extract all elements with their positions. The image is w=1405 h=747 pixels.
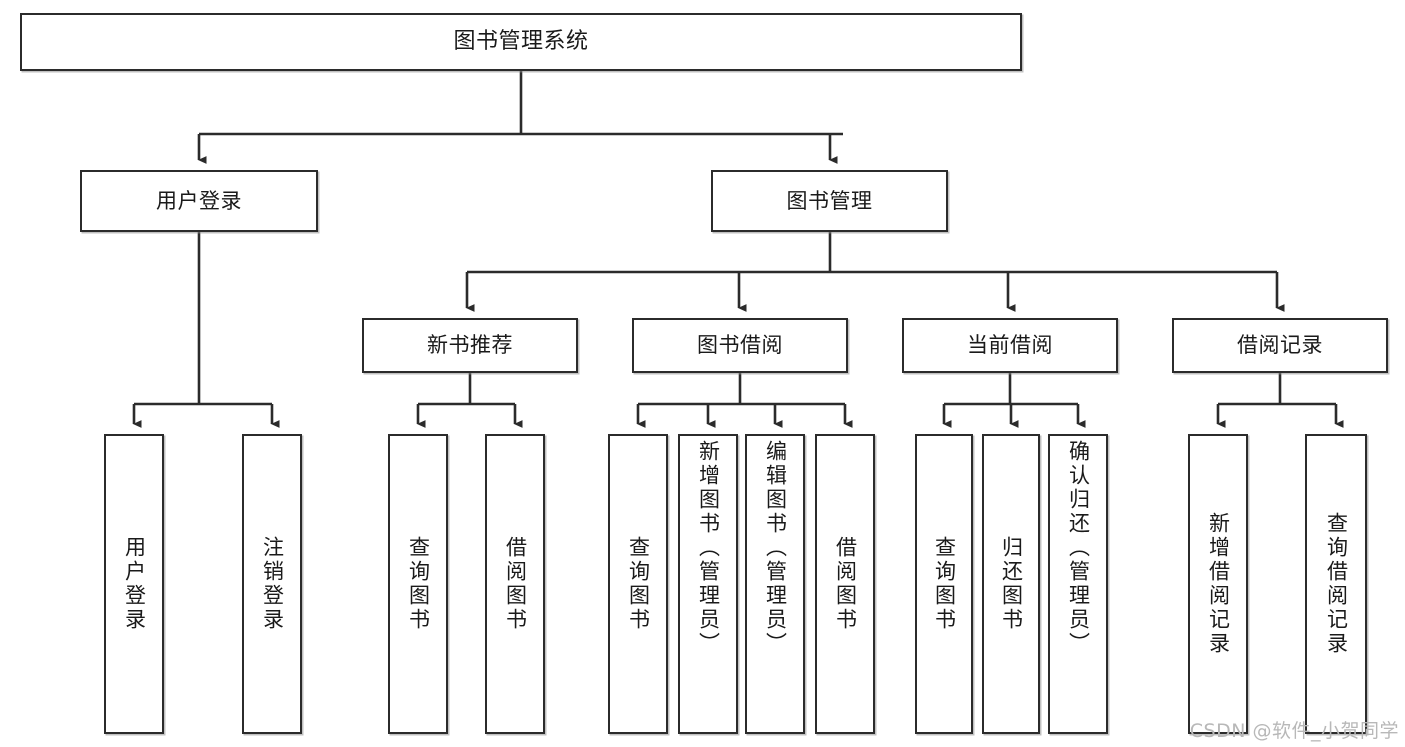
node-leaf-confirm-return[interactable]: 确认归还（管理员） [1048,434,1108,734]
node-label: 用户登录 [122,536,147,632]
node-new-book-recommend[interactable]: 新书推荐 [362,318,578,373]
node-label: 注销登录 [260,536,285,632]
node-label: 查询图书 [932,536,957,632]
node-leaf-user-login[interactable]: 用户登录 [104,434,164,734]
node-label: 图书借阅 [697,333,783,358]
node-current-borrow[interactable]: 当前借阅 [902,318,1118,373]
node-label: 新书推荐 [427,333,513,358]
node-label: 图书管理系统 [453,29,589,55]
node-label: 图书管理 [786,188,873,213]
node-label: 查询图书 [406,536,431,632]
node-leaf-add-book[interactable]: 新增图书（管理员） [678,434,738,734]
node-leaf-add-record[interactable]: 新增借阅记录 [1188,434,1248,734]
node-leaf-borrow-book-rec[interactable]: 借阅图书 [485,434,545,734]
node-book-management[interactable]: 图书管理 [711,170,948,232]
node-label: 借阅图书 [503,536,528,632]
node-leaf-edit-book[interactable]: 编辑图书（管理员） [745,434,805,734]
node-label: 用户登录 [156,188,242,213]
csdn-watermark: CSDN @软件_小贺同学 [1189,720,1399,742]
node-book-borrow[interactable]: 图书借阅 [632,318,848,373]
node-label: 查询图书 [626,536,651,632]
node-book-management-system[interactable]: 图书管理系统 [20,13,1022,71]
node-leaf-query-book-current[interactable]: 查询图书 [915,434,973,734]
node-label: 新增图书（管理员） [696,440,721,656]
node-borrow-record[interactable]: 借阅记录 [1172,318,1388,373]
node-label: 确认归还（管理员） [1066,440,1091,656]
node-leaf-query-record[interactable]: 查询借阅记录 [1305,434,1367,734]
node-leaf-return-book[interactable]: 归还图书 [982,434,1040,734]
node-label: 查询借阅记录 [1324,512,1349,656]
node-label: 编辑图书（管理员） [763,440,788,656]
node-label: 当前借阅 [967,333,1053,358]
node-leaf-query-book-rec[interactable]: 查询图书 [388,434,448,734]
node-leaf-logout[interactable]: 注销登录 [242,434,302,734]
node-label: 新增借阅记录 [1206,512,1231,656]
node-label: 借阅图书 [833,536,858,632]
node-label: 借阅记录 [1237,333,1323,358]
node-leaf-borrow-book[interactable]: 借阅图书 [815,434,875,734]
node-leaf-query-book-borrow[interactable]: 查询图书 [608,434,668,734]
node-user-login[interactable]: 用户登录 [80,170,318,232]
node-label: 归还图书 [999,536,1024,632]
